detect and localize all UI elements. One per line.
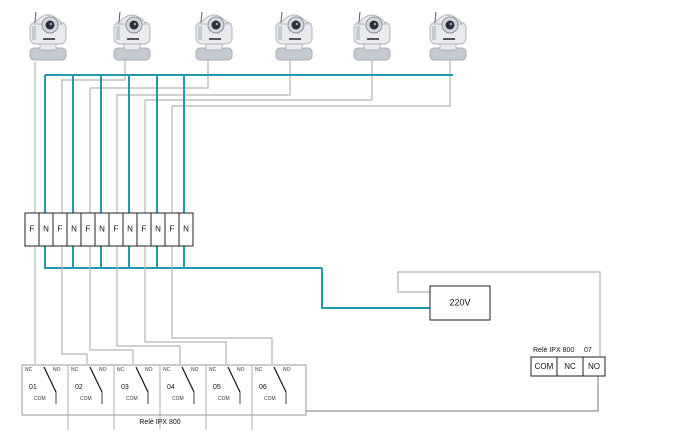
relay-07-title: Relè IPX 800: [533, 347, 574, 354]
relay-switch-icon: [89, 366, 103, 393]
relay-nc-label: NC: [117, 367, 125, 373]
ip-camera-icon: [29, 11, 67, 61]
terminal-n: N: [122, 212, 138, 247]
terminal-label: F: [86, 225, 91, 234]
terminal-f: F: [108, 212, 124, 247]
relay-07-terminal-label: NO: [588, 362, 600, 371]
relay-nc-label: NC: [209, 367, 217, 373]
relay-07-number: 07: [584, 347, 592, 354]
ip-camera-icon: [429, 11, 467, 61]
relay-switch-icon: [181, 366, 195, 393]
relay-com-label: COM: [80, 396, 92, 402]
terminal-f: F: [136, 212, 152, 247]
terminal-n: N: [66, 212, 82, 247]
ip-camera-icon: [113, 11, 151, 61]
relay-number: 02: [75, 384, 83, 391]
relay-07-terminal-nc: NC: [556, 356, 584, 377]
relay-no-label: NO: [53, 367, 61, 373]
relay-no-label: NO: [145, 367, 153, 373]
relay-number: 06: [259, 384, 267, 391]
relay-com-label: COM: [172, 396, 184, 402]
relay-com-label: COM: [218, 396, 230, 402]
ip-camera-icon: [195, 11, 233, 61]
relay-07-terminal-no: NO: [582, 356, 606, 377]
relay-number: 04: [167, 384, 175, 391]
power-supply-label: 220V: [449, 297, 470, 307]
terminal-f: F: [24, 212, 40, 247]
terminal-label: F: [170, 225, 175, 234]
terminal-label: N: [183, 225, 189, 234]
relay-com-label: COM: [126, 396, 138, 402]
terminal-label: N: [155, 225, 161, 234]
relay-07-terminal-com: COM: [530, 356, 558, 377]
terminal-n: N: [150, 212, 166, 247]
cameras: [29, 11, 467, 61]
terminal-n: N: [178, 212, 194, 247]
terminal-label: F: [142, 225, 147, 234]
relay-number: 03: [121, 384, 129, 391]
relay-switch-icon: [273, 366, 287, 393]
ip-camera-icon: [275, 11, 313, 61]
terminal-label: N: [99, 225, 105, 234]
relay-nc-label: NC: [25, 367, 33, 373]
wires: [34, 60, 601, 412]
relay-number: 05: [213, 384, 221, 391]
relay-com-label: COM: [264, 396, 276, 402]
terminal-n: N: [38, 212, 54, 247]
terminal-label: N: [71, 225, 77, 234]
relay-no-label: NO: [283, 367, 291, 373]
terminal-label: N: [127, 225, 133, 234]
relay-07-terminal-label: COM: [535, 362, 554, 371]
relay-switch-icon: [135, 366, 149, 393]
relay-nc-label: NC: [71, 367, 79, 373]
terminal-f: F: [52, 212, 68, 247]
terminal-f: F: [80, 212, 96, 247]
relay-no-label: NO: [99, 367, 107, 373]
ip-camera-icon: [353, 11, 391, 61]
terminal-label: F: [114, 225, 119, 234]
relay-board-caption: Relè IPX 800: [139, 419, 180, 426]
relay-switch-icon: [227, 366, 241, 393]
relay-nc-label: NC: [163, 367, 171, 373]
terminal-label: F: [58, 225, 63, 234]
relay-07: Relè IPX 800 07 COM NC NO: [530, 347, 606, 377]
relay-number: 01: [29, 384, 37, 391]
relay-no-label: NO: [237, 367, 245, 373]
terminal-label: F: [30, 225, 35, 234]
relay-no-label: NO: [191, 367, 199, 373]
terminal-label: N: [43, 225, 49, 234]
terminal-n: N: [94, 212, 110, 247]
terminal-f: F: [164, 212, 180, 247]
relay-07-terminal-label: NC: [564, 362, 576, 371]
relay-nc-label: NC: [255, 367, 263, 373]
relay-switch-icon: [43, 366, 57, 393]
relay-com-label: COM: [34, 396, 46, 402]
power-supply: 220V: [429, 285, 491, 321]
